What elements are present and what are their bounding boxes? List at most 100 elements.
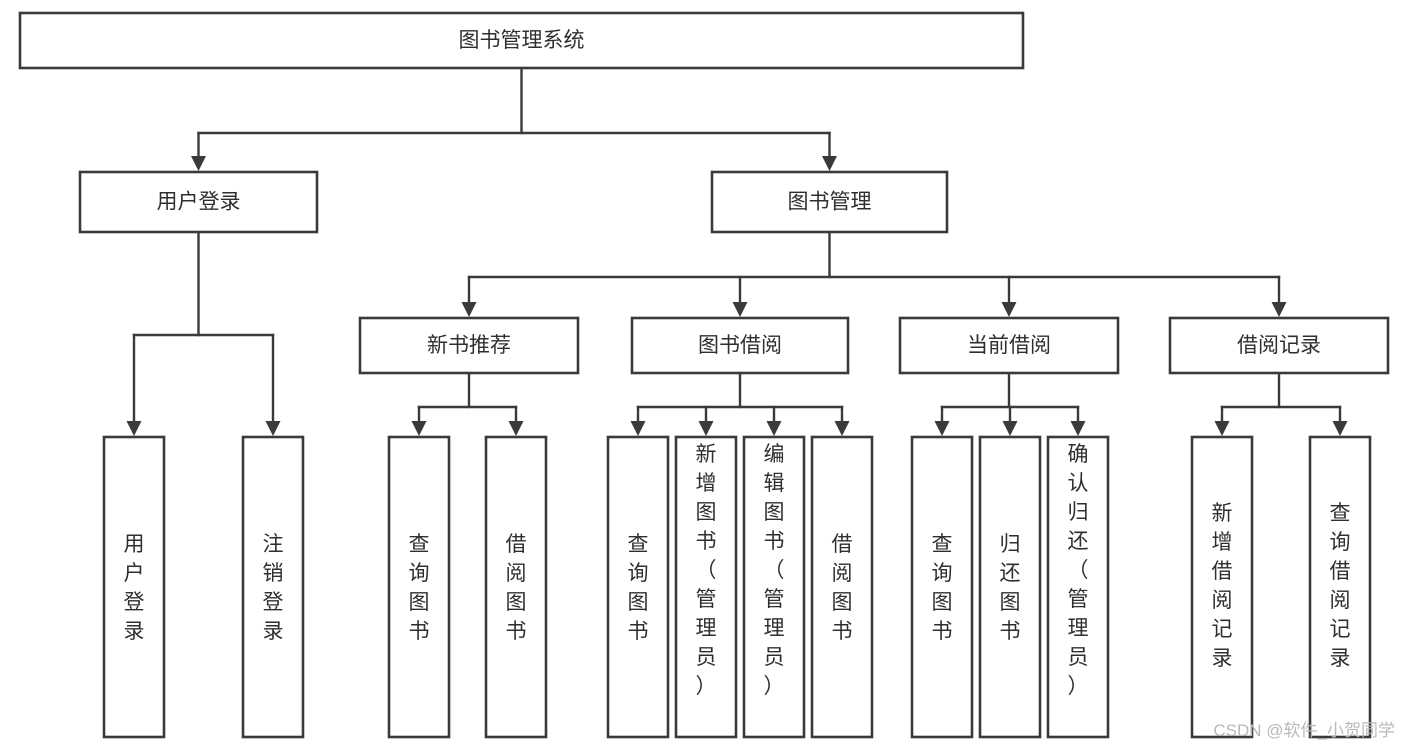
arrow-head-icon	[834, 421, 850, 436]
leaf-label-char: 员	[1068, 646, 1089, 669]
leaf-label-char: 查	[1330, 502, 1351, 525]
arrow-head-icon	[191, 156, 206, 171]
node-box-new-book-rec[interactable]	[358, 316, 580, 375]
arrow-head-icon	[461, 302, 477, 317]
arrow-head-icon	[934, 421, 950, 436]
leaf-label-char: 询	[409, 562, 430, 585]
arrow-head-icon	[1002, 421, 1018, 436]
leaf-box-leaf-r1[interactable]	[1190, 435, 1254, 739]
leaf-label-char: 书	[932, 620, 953, 643]
leaf-label-char: 增	[696, 472, 717, 495]
csdn-watermark: CSDN @软件_小贺同学	[1213, 721, 1395, 740]
arrow-head-icon	[766, 421, 782, 436]
leaf-label-char: 记	[1212, 618, 1233, 641]
leaf-label-char: 图	[628, 591, 649, 614]
leaf-label-char: 阅	[506, 562, 527, 585]
leaf-box-leaf-n1[interactable]	[387, 435, 451, 739]
leaf-label-char: 阅	[1212, 589, 1233, 612]
node-box-book-borrow[interactable]	[630, 316, 850, 375]
arrow-head-icon	[126, 421, 142, 436]
node-box-borrow-record[interactable]	[1168, 316, 1390, 375]
leaf-box-leaf-n2[interactable]	[484, 435, 548, 739]
leaf-label-char: 图	[832, 591, 853, 614]
leaf-label-char: 书	[628, 620, 649, 643]
leaf-label-char: 图	[506, 591, 527, 614]
leaf-box-leaf-b3[interactable]	[742, 435, 806, 739]
leaf-label-char: 用	[124, 533, 145, 556]
leaf-box-user-login-leaf[interactable]	[102, 435, 166, 739]
leaf-label-char: 录	[1212, 647, 1233, 670]
leaf-label-char: 归	[1000, 533, 1021, 556]
leaf-label-char: 理	[764, 617, 785, 640]
leaf-label-char: 认	[1068, 472, 1089, 495]
leaf-label-char: 辑	[764, 472, 785, 495]
leaf-box-leaf-b2[interactable]	[674, 435, 738, 739]
arrow-head-icon	[732, 302, 748, 317]
leaf-label-char: 书	[506, 620, 527, 643]
connectors-layer	[126, 66, 1348, 436]
leaf-label-char: 登	[263, 591, 284, 614]
leaf-label-char: 管	[696, 588, 717, 611]
node-label-book-borrow: 图书借阅	[698, 334, 782, 357]
leaf-label-char: 登	[124, 591, 145, 614]
arrow-head-icon	[1332, 421, 1348, 436]
labels-layer: 图书管理系统用户登录图书管理新书推荐图书借阅当前借阅借阅记录用户登录注销登录查询…	[124, 29, 1351, 698]
leaf-label-char: 询	[932, 562, 953, 585]
leaf-label-char: 录	[263, 620, 284, 643]
arrow-head-icon	[265, 421, 281, 436]
arrow-head-icon	[1271, 302, 1287, 317]
node-label-user-login: 用户登录	[157, 191, 241, 214]
leaf-label-char: 借	[832, 533, 853, 556]
leaf-label-char: 销	[263, 562, 284, 585]
leaf-box-leaf-r2[interactable]	[1308, 435, 1372, 739]
leaf-label-char: 借	[506, 533, 527, 556]
boxes-layer	[18, 11, 1390, 739]
node-label-current-borrow: 当前借阅	[967, 334, 1051, 357]
leaf-box-user-logout-leaf[interactable]	[241, 435, 305, 739]
leaf-label-char: 编	[764, 443, 785, 466]
arrow-head-icon	[822, 156, 837, 171]
leaf-label-char: 新	[696, 443, 717, 466]
node-box-user-login[interactable]	[78, 170, 319, 234]
arrow-head-icon	[630, 421, 646, 436]
leaf-label-char: （	[764, 559, 785, 582]
node-label-book-manage: 图书管理	[788, 191, 872, 214]
leaf-box-leaf-b4[interactable]	[810, 435, 874, 739]
arrow-head-icon	[1070, 421, 1086, 436]
leaf-box-leaf-c3[interactable]	[1046, 435, 1110, 739]
leaf-label-char: （	[696, 559, 717, 582]
leaf-label-char: 查	[932, 533, 953, 556]
leaf-box-leaf-c2[interactable]	[978, 435, 1042, 739]
leaf-label-char: 员	[696, 646, 717, 669]
leaf-label-char: ）	[764, 675, 785, 698]
leaf-label-char: 户	[124, 562, 145, 585]
leaf-label-char: 询	[1330, 531, 1351, 554]
leaf-label-char: 增	[1212, 531, 1233, 554]
node-box-current-borrow[interactable]	[898, 316, 1120, 375]
leaf-label-char: 询	[628, 562, 649, 585]
leaf-label-char: 图	[932, 591, 953, 614]
node-box-book-manage[interactable]	[710, 170, 949, 234]
leaf-label-char: 书	[1000, 620, 1021, 643]
leaf-label-char: 查	[409, 533, 430, 556]
node-box-root[interactable]	[18, 11, 1025, 70]
leaf-box-leaf-b1[interactable]	[606, 435, 670, 739]
leaf-box-leaf-c1[interactable]	[910, 435, 974, 739]
leaf-label-char: 归	[1068, 501, 1089, 524]
leaf-label-char: 借	[1212, 560, 1233, 583]
leaf-label-char: 图	[1000, 591, 1021, 614]
leaf-label-char: ）	[1068, 675, 1089, 698]
leaf-label-char: 管	[1068, 588, 1089, 611]
leaf-label-char: 理	[1068, 617, 1089, 640]
leaf-label-char: 书	[764, 530, 785, 553]
